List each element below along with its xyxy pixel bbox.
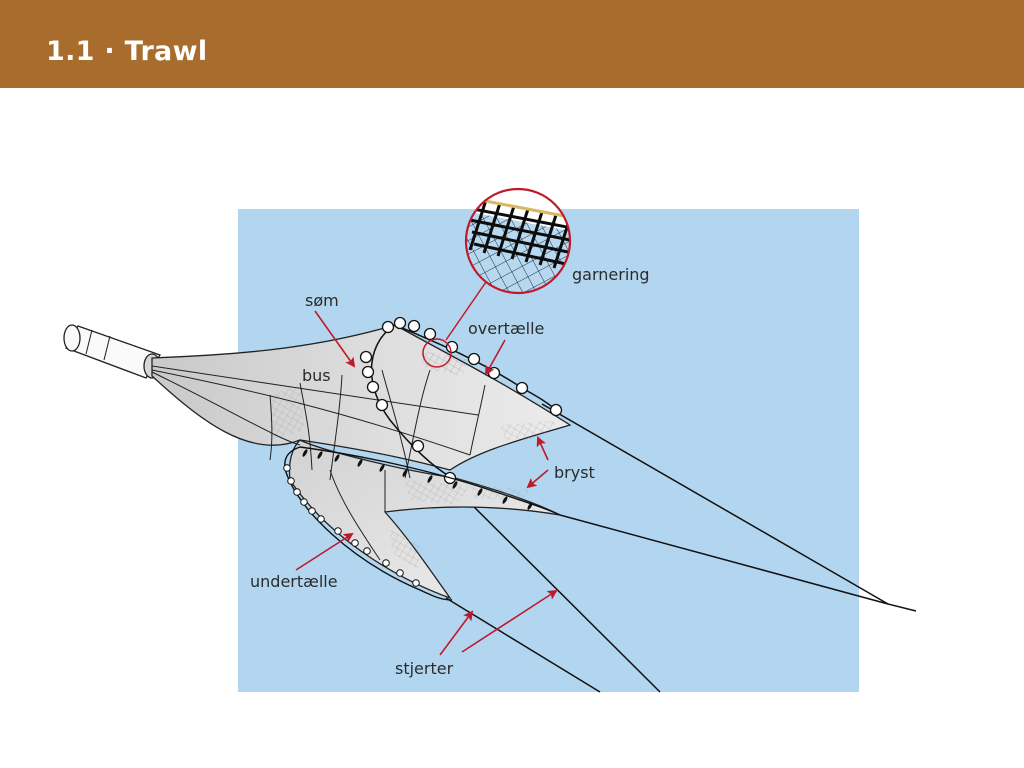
float: [515, 381, 529, 395]
som-arrow: [314, 310, 356, 368]
float: [445, 340, 459, 354]
footrope-bead: [396, 569, 404, 577]
bryst-arrow-upper: [536, 436, 549, 461]
footrope-link: [452, 481, 458, 489]
footrope-link: [379, 464, 385, 472]
label-garnering: garnering: [572, 265, 650, 284]
magnifier-focus: [422, 338, 452, 368]
float: [381, 320, 395, 334]
float: [407, 319, 421, 333]
overtaelle-arrow: [485, 339, 506, 376]
net-seams: [151, 365, 486, 561]
header-bar: 1.1 · Trawl: [0, 0, 1024, 88]
label-bryst: bryst: [554, 463, 595, 482]
footrope-links: [302, 449, 533, 510]
footrope-link: [357, 459, 363, 467]
footrope-link: [427, 475, 433, 483]
net-body: [151, 324, 572, 600]
footrope-bead: [317, 515, 325, 523]
footrope-bead: [351, 539, 359, 547]
footrope-bead: [363, 547, 371, 555]
footrope-bead: [382, 559, 390, 567]
codend: [63, 324, 161, 379]
water-background: [238, 209, 859, 692]
float: [467, 352, 481, 366]
callout-arrows: [295, 310, 558, 656]
footrope-link: [527, 502, 533, 510]
footrope-link: [502, 496, 508, 504]
stjerter-arrow-left: [439, 610, 474, 656]
float: [549, 403, 563, 417]
stjerter-arrow-right: [461, 589, 558, 653]
page-title: 1.1 · Trawl: [46, 36, 208, 67]
footrope-link: [402, 469, 408, 477]
bryst-arrow-lower: [526, 469, 549, 489]
label-som: søm: [305, 291, 339, 310]
footrope-bead: [334, 527, 342, 535]
label-undertaelle: undertælle: [250, 572, 338, 591]
float: [359, 350, 373, 364]
footrope-link: [477, 488, 483, 496]
label-bus: bus: [302, 366, 331, 385]
label-stjerter: stjerter: [395, 659, 454, 678]
headline: [370, 324, 557, 479]
float: [423, 327, 437, 341]
label-overtaelle: overtælle: [468, 319, 544, 338]
footrope-bead: [412, 579, 420, 587]
float: [366, 380, 380, 394]
float: [487, 366, 501, 380]
footrope-bead: [283, 464, 291, 472]
float: [361, 365, 375, 379]
footrope-beads: [283, 464, 420, 587]
float: [411, 439, 425, 453]
footrope-bead: [300, 498, 308, 506]
footrope-link: [302, 449, 308, 457]
footrope-link: [334, 454, 340, 462]
float: [375, 398, 389, 412]
undertaelle-arrow: [295, 532, 354, 571]
footrope-link: [317, 451, 323, 459]
footrope-bead: [287, 477, 295, 485]
magnifier: [422, 187, 572, 368]
floats: [359, 316, 563, 485]
footrope: [284, 446, 561, 601]
footrope-bead: [293, 488, 301, 496]
float: [393, 316, 407, 330]
footrope-bead: [308, 507, 316, 515]
